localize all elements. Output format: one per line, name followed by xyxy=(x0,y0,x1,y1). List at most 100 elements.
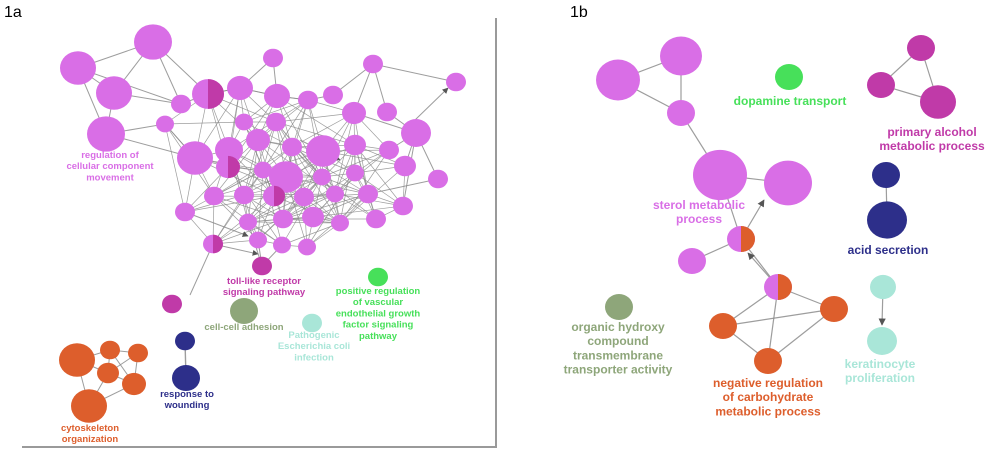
node-1a-n9 xyxy=(263,48,283,68)
edge xyxy=(227,166,283,246)
label-acid-secretion: acid secretion xyxy=(848,243,929,257)
node-1a-n50 xyxy=(162,294,182,314)
node-1a-n12 xyxy=(363,54,383,74)
node-1b-t3 xyxy=(667,99,695,127)
edge xyxy=(303,144,356,198)
node-1a-n59 xyxy=(97,362,119,384)
node-1a-n45 xyxy=(249,231,267,249)
node-1b-ac2 xyxy=(867,201,907,239)
node-1b-m1 xyxy=(727,225,755,253)
node-1a-n28 xyxy=(254,161,272,179)
node-1a-n54 xyxy=(175,331,195,351)
edge xyxy=(372,63,457,83)
node-1a-n32 xyxy=(204,186,224,206)
node-1a-n37 xyxy=(358,184,378,204)
edge xyxy=(213,195,305,198)
node-1b-al1 xyxy=(907,34,935,62)
node-1a-n36 xyxy=(326,185,344,203)
node-1a-n53 xyxy=(302,313,322,333)
label-cell-cell-adhesion: cell-cell adhesion xyxy=(204,322,283,333)
edge xyxy=(164,121,245,125)
node-1a-n7 xyxy=(227,75,253,101)
node-1a-n11 xyxy=(323,85,343,105)
edge xyxy=(354,144,377,220)
node-1a-n61 xyxy=(71,389,107,423)
edge xyxy=(247,176,323,223)
node-1a-n31 xyxy=(346,164,364,182)
node-1a-n35 xyxy=(294,187,314,207)
node-1a-n34 xyxy=(263,185,285,207)
node-1b-dop xyxy=(775,63,803,91)
node-1a-n44 xyxy=(366,209,386,229)
panel-label-1a: 1a xyxy=(4,4,22,21)
node-1a-n38 xyxy=(393,196,413,216)
edge xyxy=(414,87,449,121)
node-1b-ac1 xyxy=(872,161,900,189)
node-1a-n39 xyxy=(175,202,195,222)
label-dopamine-transport: dopamine transport xyxy=(734,94,847,108)
node-1a-n58 xyxy=(128,343,148,363)
edge xyxy=(321,176,377,220)
edge xyxy=(262,99,309,171)
node-1a-n5 xyxy=(171,94,191,114)
edge xyxy=(247,221,341,224)
node-1a-n16 xyxy=(446,72,466,92)
edge xyxy=(213,195,259,241)
edge xyxy=(291,146,336,195)
node-1a-n15 xyxy=(401,119,431,147)
node-1a-n27 xyxy=(216,155,240,179)
node-1a-n22 xyxy=(306,135,340,167)
edge xyxy=(306,172,356,248)
edge xyxy=(243,99,309,123)
node-1b-t2 xyxy=(660,36,702,76)
edge xyxy=(367,178,439,195)
edge xyxy=(212,194,245,245)
node-1b-m3 xyxy=(764,273,792,301)
node-1b-t5 xyxy=(764,160,812,206)
node-1b-o3 xyxy=(754,347,782,375)
node-1a-n2 xyxy=(60,51,96,85)
node-1a-n48 xyxy=(203,234,223,254)
node-1b-o1 xyxy=(709,312,737,340)
node-1a-n55 xyxy=(172,364,200,392)
node-1a-n6 xyxy=(192,79,224,109)
edge xyxy=(354,144,404,207)
node-1b-org xyxy=(605,293,633,321)
edge xyxy=(291,146,314,218)
node-1a-n42 xyxy=(302,206,324,228)
node-1a-n19 xyxy=(215,136,243,164)
edge xyxy=(334,112,355,195)
edge xyxy=(213,146,293,197)
node-1a-n26 xyxy=(428,169,448,189)
edge xyxy=(281,222,341,246)
node-1a-n49 xyxy=(252,256,272,276)
node-1a-n1 xyxy=(134,24,172,60)
node-1a-n21 xyxy=(282,137,302,157)
edge xyxy=(767,308,835,362)
edge xyxy=(243,121,277,196)
edge xyxy=(184,195,275,213)
edge xyxy=(312,205,404,218)
node-1b-t1 xyxy=(596,59,640,101)
node-1a-n8 xyxy=(264,83,290,109)
node-1a-n63 xyxy=(266,112,286,132)
node-1b-k2 xyxy=(867,327,897,355)
node-1a-n4 xyxy=(87,116,125,152)
node-1a-n25 xyxy=(394,155,416,177)
node-1a-n18 xyxy=(177,141,213,175)
node-1b-k1 xyxy=(870,274,896,300)
panel-label-1b: 1b xyxy=(570,4,588,21)
node-1a-n40 xyxy=(239,213,257,231)
node-1a-n20 xyxy=(246,128,270,152)
node-1a-n17 xyxy=(156,115,174,133)
node-1b-al3 xyxy=(920,85,956,119)
edge xyxy=(321,149,390,178)
